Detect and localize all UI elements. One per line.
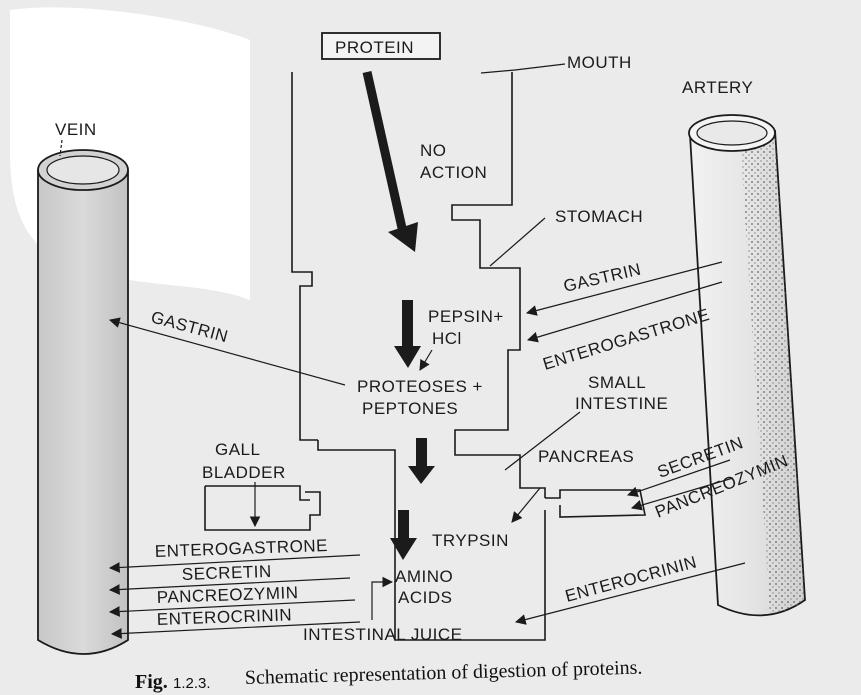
- vein-tube: [38, 150, 128, 654]
- amino-label: AMINO: [395, 567, 453, 586]
- trypsin-label: TRYPSIN: [432, 531, 509, 550]
- artery-label: ARTERY: [682, 78, 753, 97]
- pepsin-label: PEPSIN+: [428, 307, 504, 326]
- pancreas-label: PANCREAS: [538, 447, 634, 466]
- stomach-label: STOMACH: [555, 207, 643, 226]
- proteoses-label: PROTEOSES +: [357, 377, 483, 396]
- gall-label: GALL: [215, 440, 260, 459]
- hcl-label: HCl: [432, 329, 462, 348]
- secretin-out-label: SECRETIN: [181, 562, 272, 584]
- acids-label: ACIDS: [398, 588, 452, 607]
- mouth-label: MOUTH: [567, 53, 632, 72]
- protein-label: PROTEIN: [335, 38, 414, 57]
- no-label: NO: [420, 141, 447, 160]
- caption-prefix: Fig.: [135, 671, 168, 693]
- action-label: ACTION: [420, 163, 487, 182]
- caption-number: 1.2.3.: [173, 675, 211, 692]
- peptones-label: PEPTONES: [362, 399, 458, 418]
- intestine-label: INTESTINE: [575, 394, 668, 413]
- small-label: SMALL: [588, 373, 646, 392]
- intestinal-juice-label: INTESTINAL JUICE: [303, 625, 462, 644]
- bladder-label: BLADDER: [202, 463, 286, 482]
- vein-label: VEIN: [55, 120, 97, 139]
